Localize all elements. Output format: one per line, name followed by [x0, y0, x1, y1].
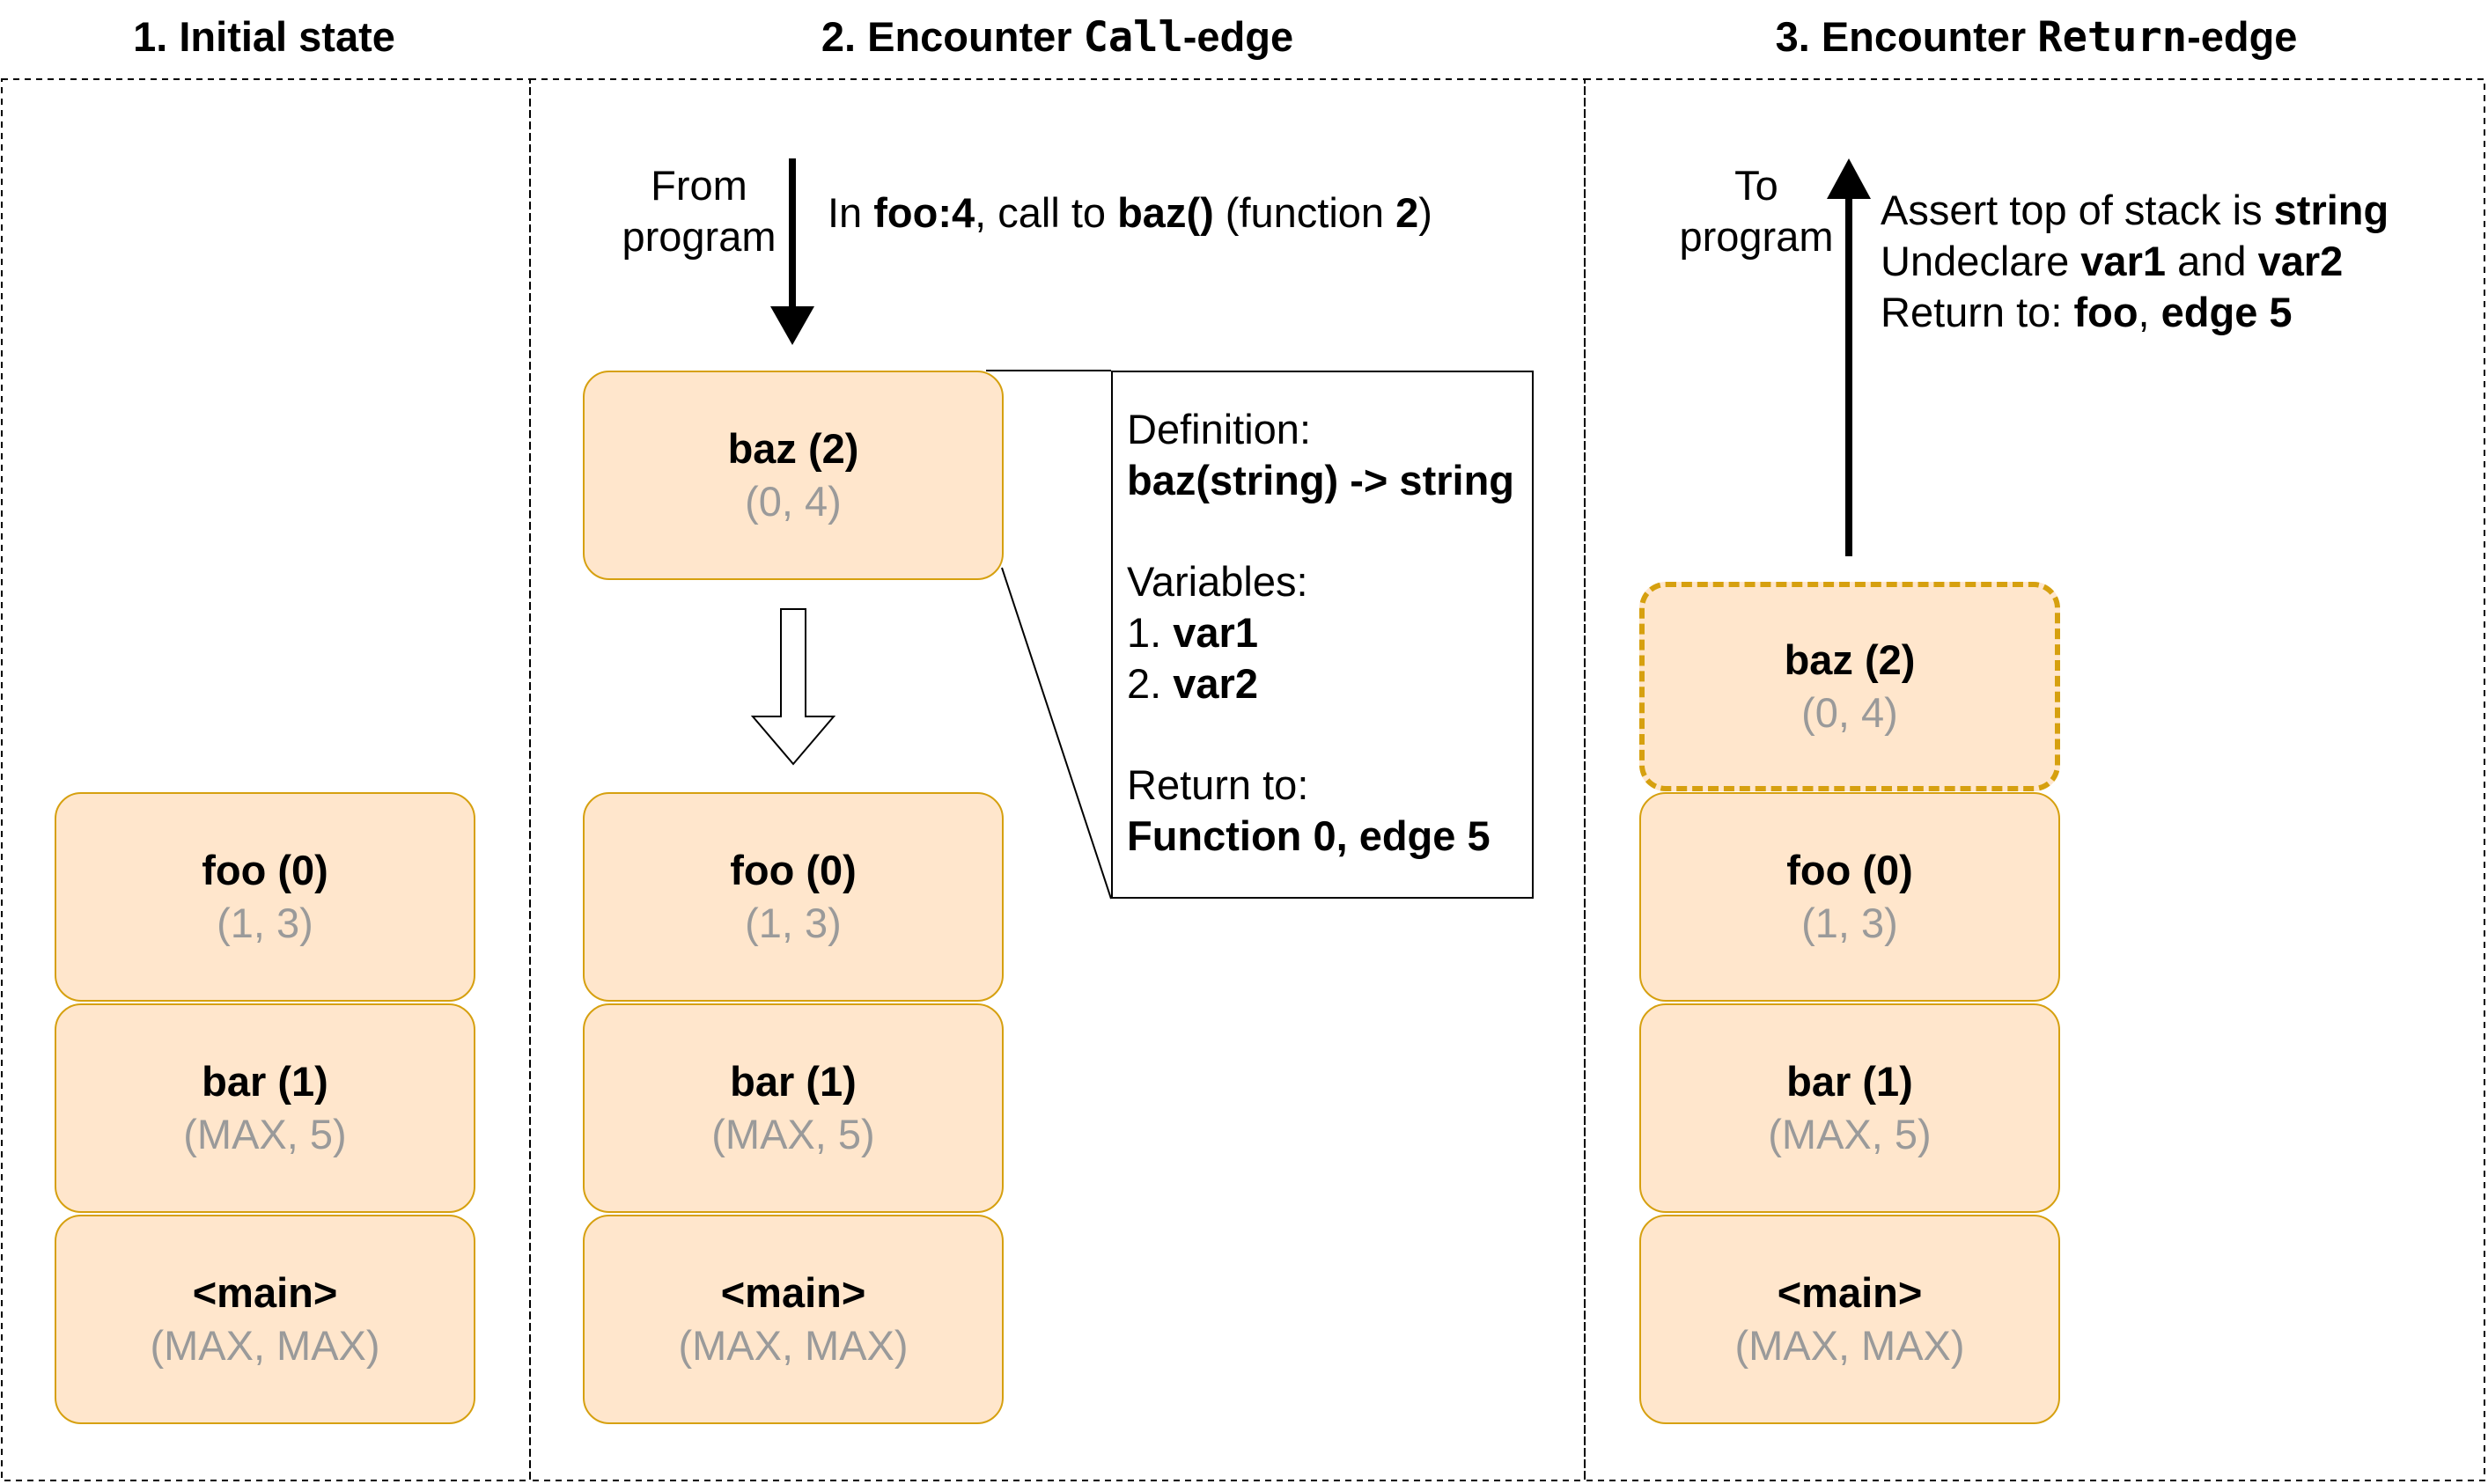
to-program-line: To — [1734, 162, 1778, 209]
variable-name: var2 — [2257, 238, 2344, 284]
frame-values: (MAX, 5) — [1768, 1111, 1932, 1157]
return-text: , — [2138, 289, 2161, 335]
return-line-target: Return to: foo, edge 5 — [1881, 287, 2389, 338]
call-text: ) — [1418, 189, 1432, 236]
frame-name: foo (0) — [730, 847, 857, 893]
panel-title-text: -edge — [2187, 13, 2298, 60]
return-to-value: Function 0, edge 5 — [1127, 811, 1532, 862]
panel-border-return-edge — [1584, 78, 2485, 1481]
variable-item: 1. var1 — [1127, 607, 1532, 658]
panel-border-call-edge — [529, 78, 1586, 1481]
definition-label: Definition: — [1127, 406, 1311, 452]
call-text: In — [828, 189, 874, 236]
frame-name: baz (2) — [727, 425, 859, 472]
panel-title-text: 1. Initial state — [133, 13, 395, 60]
panel-title-text: 3. Encounter — [1775, 13, 2038, 60]
frame-values: (MAX, MAX) — [1734, 1322, 1965, 1369]
return-to-label: Return to: — [1127, 761, 1309, 808]
from-program-label: From program — [611, 160, 787, 262]
frame-values: (0, 4) — [745, 478, 842, 525]
callout-connector-bottom — [1001, 567, 1112, 900]
callout-spacer — [1127, 709, 1532, 760]
frame-values: (MAX, MAX) — [150, 1322, 380, 1369]
stack-frame-foo: foo (0) (1, 3) — [55, 792, 475, 1002]
stack-frame-bar: bar (1) (MAX, 5) — [55, 1003, 475, 1213]
to-program-label: To program — [1668, 160, 1844, 262]
frame-values: (MAX, MAX) — [678, 1322, 909, 1369]
return-target: Function 0, edge 5 — [1127, 812, 1491, 859]
call-text: (function — [1213, 189, 1396, 236]
stack-frame-bar: bar (1) (MAX, 5) — [1639, 1003, 2060, 1213]
definition-signature: baz(string) -> string — [1127, 457, 1514, 503]
return-edge-description: Assert top of stack is string Undeclare … — [1881, 185, 2389, 338]
return-text: Assert top of stack is — [1881, 187, 2274, 233]
stack-frame-main: <main> (MAX, MAX) — [583, 1215, 1004, 1424]
return-arrow-head-icon — [1827, 158, 1871, 199]
frame-info-callout: Definition: baz(string) -> string Variab… — [1111, 371, 1534, 899]
panel-title-text: -edge — [1182, 13, 1294, 60]
stack-frame-foo: foo (0) (1, 3) — [583, 792, 1004, 1002]
stack-frame-main: <main> (MAX, MAX) — [55, 1215, 475, 1424]
frame-name: bar (1) — [202, 1058, 328, 1105]
variable-name: var1 — [2080, 238, 2167, 284]
variable-name: var2 — [1173, 660, 1258, 707]
return-text: and — [2166, 238, 2258, 284]
return-line-assert: Assert top of stack is string — [1881, 185, 2389, 236]
frame-values: (MAX, 5) — [711, 1111, 875, 1157]
variable-index: 2. — [1127, 660, 1174, 707]
definition-value: baz(string) -> string — [1127, 455, 1532, 506]
call-function: baz() — [1117, 189, 1214, 236]
frame-values: (1, 3) — [745, 900, 842, 946]
call-function-number: 2 — [1395, 189, 1419, 236]
panel-title-code: Call — [1083, 13, 1183, 62]
from-program-line: program — [622, 213, 777, 260]
call-location: foo:4 — [873, 189, 975, 236]
push-arrow-icon — [750, 608, 836, 766]
frame-name: baz (2) — [1784, 636, 1916, 683]
callout-spacer — [1127, 506, 1532, 556]
variable-item: 2. var2 — [1127, 658, 1532, 709]
frame-name: <main> — [720, 1269, 866, 1316]
stack-frame-main: <main> (MAX, MAX) — [1639, 1215, 2060, 1424]
from-program-line: From — [651, 162, 747, 209]
frame-name: foo (0) — [202, 847, 328, 893]
frame-name: bar (1) — [1786, 1058, 1913, 1105]
frame-name: <main> — [192, 1269, 338, 1316]
return-text: Return to: — [1881, 289, 2074, 335]
frame-values: (MAX, 5) — [183, 1111, 347, 1157]
return-line-undeclare: Undeclare var1 and var2 — [1881, 236, 2389, 287]
call-arrow-head-icon — [770, 306, 814, 345]
frame-values: (1, 3) — [217, 900, 313, 946]
return-edge: edge 5 — [2160, 289, 2293, 335]
panel-title-return-edge: 3. Encounter Return-edge — [1586, 12, 2486, 62]
frame-name: bar (1) — [730, 1058, 857, 1105]
stack-frame-foo: foo (0) (1, 3) — [1639, 792, 2060, 1002]
return-type: string — [2273, 187, 2389, 233]
panel-title-text: 2. Encounter — [821, 13, 1084, 60]
frame-name: foo (0) — [1786, 847, 1913, 893]
call-edge-description: In foo:4, call to baz() (function 2) — [828, 187, 1432, 239]
panel-title-initial-state: 1. Initial state — [0, 12, 528, 61]
return-function: foo — [2073, 289, 2138, 335]
variable-index: 1. — [1127, 609, 1174, 656]
to-program-line: program — [1679, 213, 1834, 260]
panel-title-code: Return — [2037, 13, 2188, 62]
stack-frame-baz-popped: baz (2) (0, 4) — [1639, 582, 2060, 791]
frame-values: (1, 3) — [1801, 900, 1898, 946]
frame-values: (0, 4) — [1801, 689, 1898, 736]
call-text: , call to — [975, 189, 1118, 236]
variable-name: var1 — [1173, 609, 1258, 656]
frame-name: <main> — [1777, 1269, 1923, 1316]
stack-frame-baz: baz (2) (0, 4) — [583, 371, 1004, 580]
variables-label: Variables: — [1127, 558, 1308, 605]
stack-frame-bar: bar (1) (MAX, 5) — [583, 1003, 1004, 1213]
panel-title-call-edge: 2. Encounter Call-edge — [530, 12, 1585, 62]
return-text: Undeclare — [1881, 238, 2081, 284]
